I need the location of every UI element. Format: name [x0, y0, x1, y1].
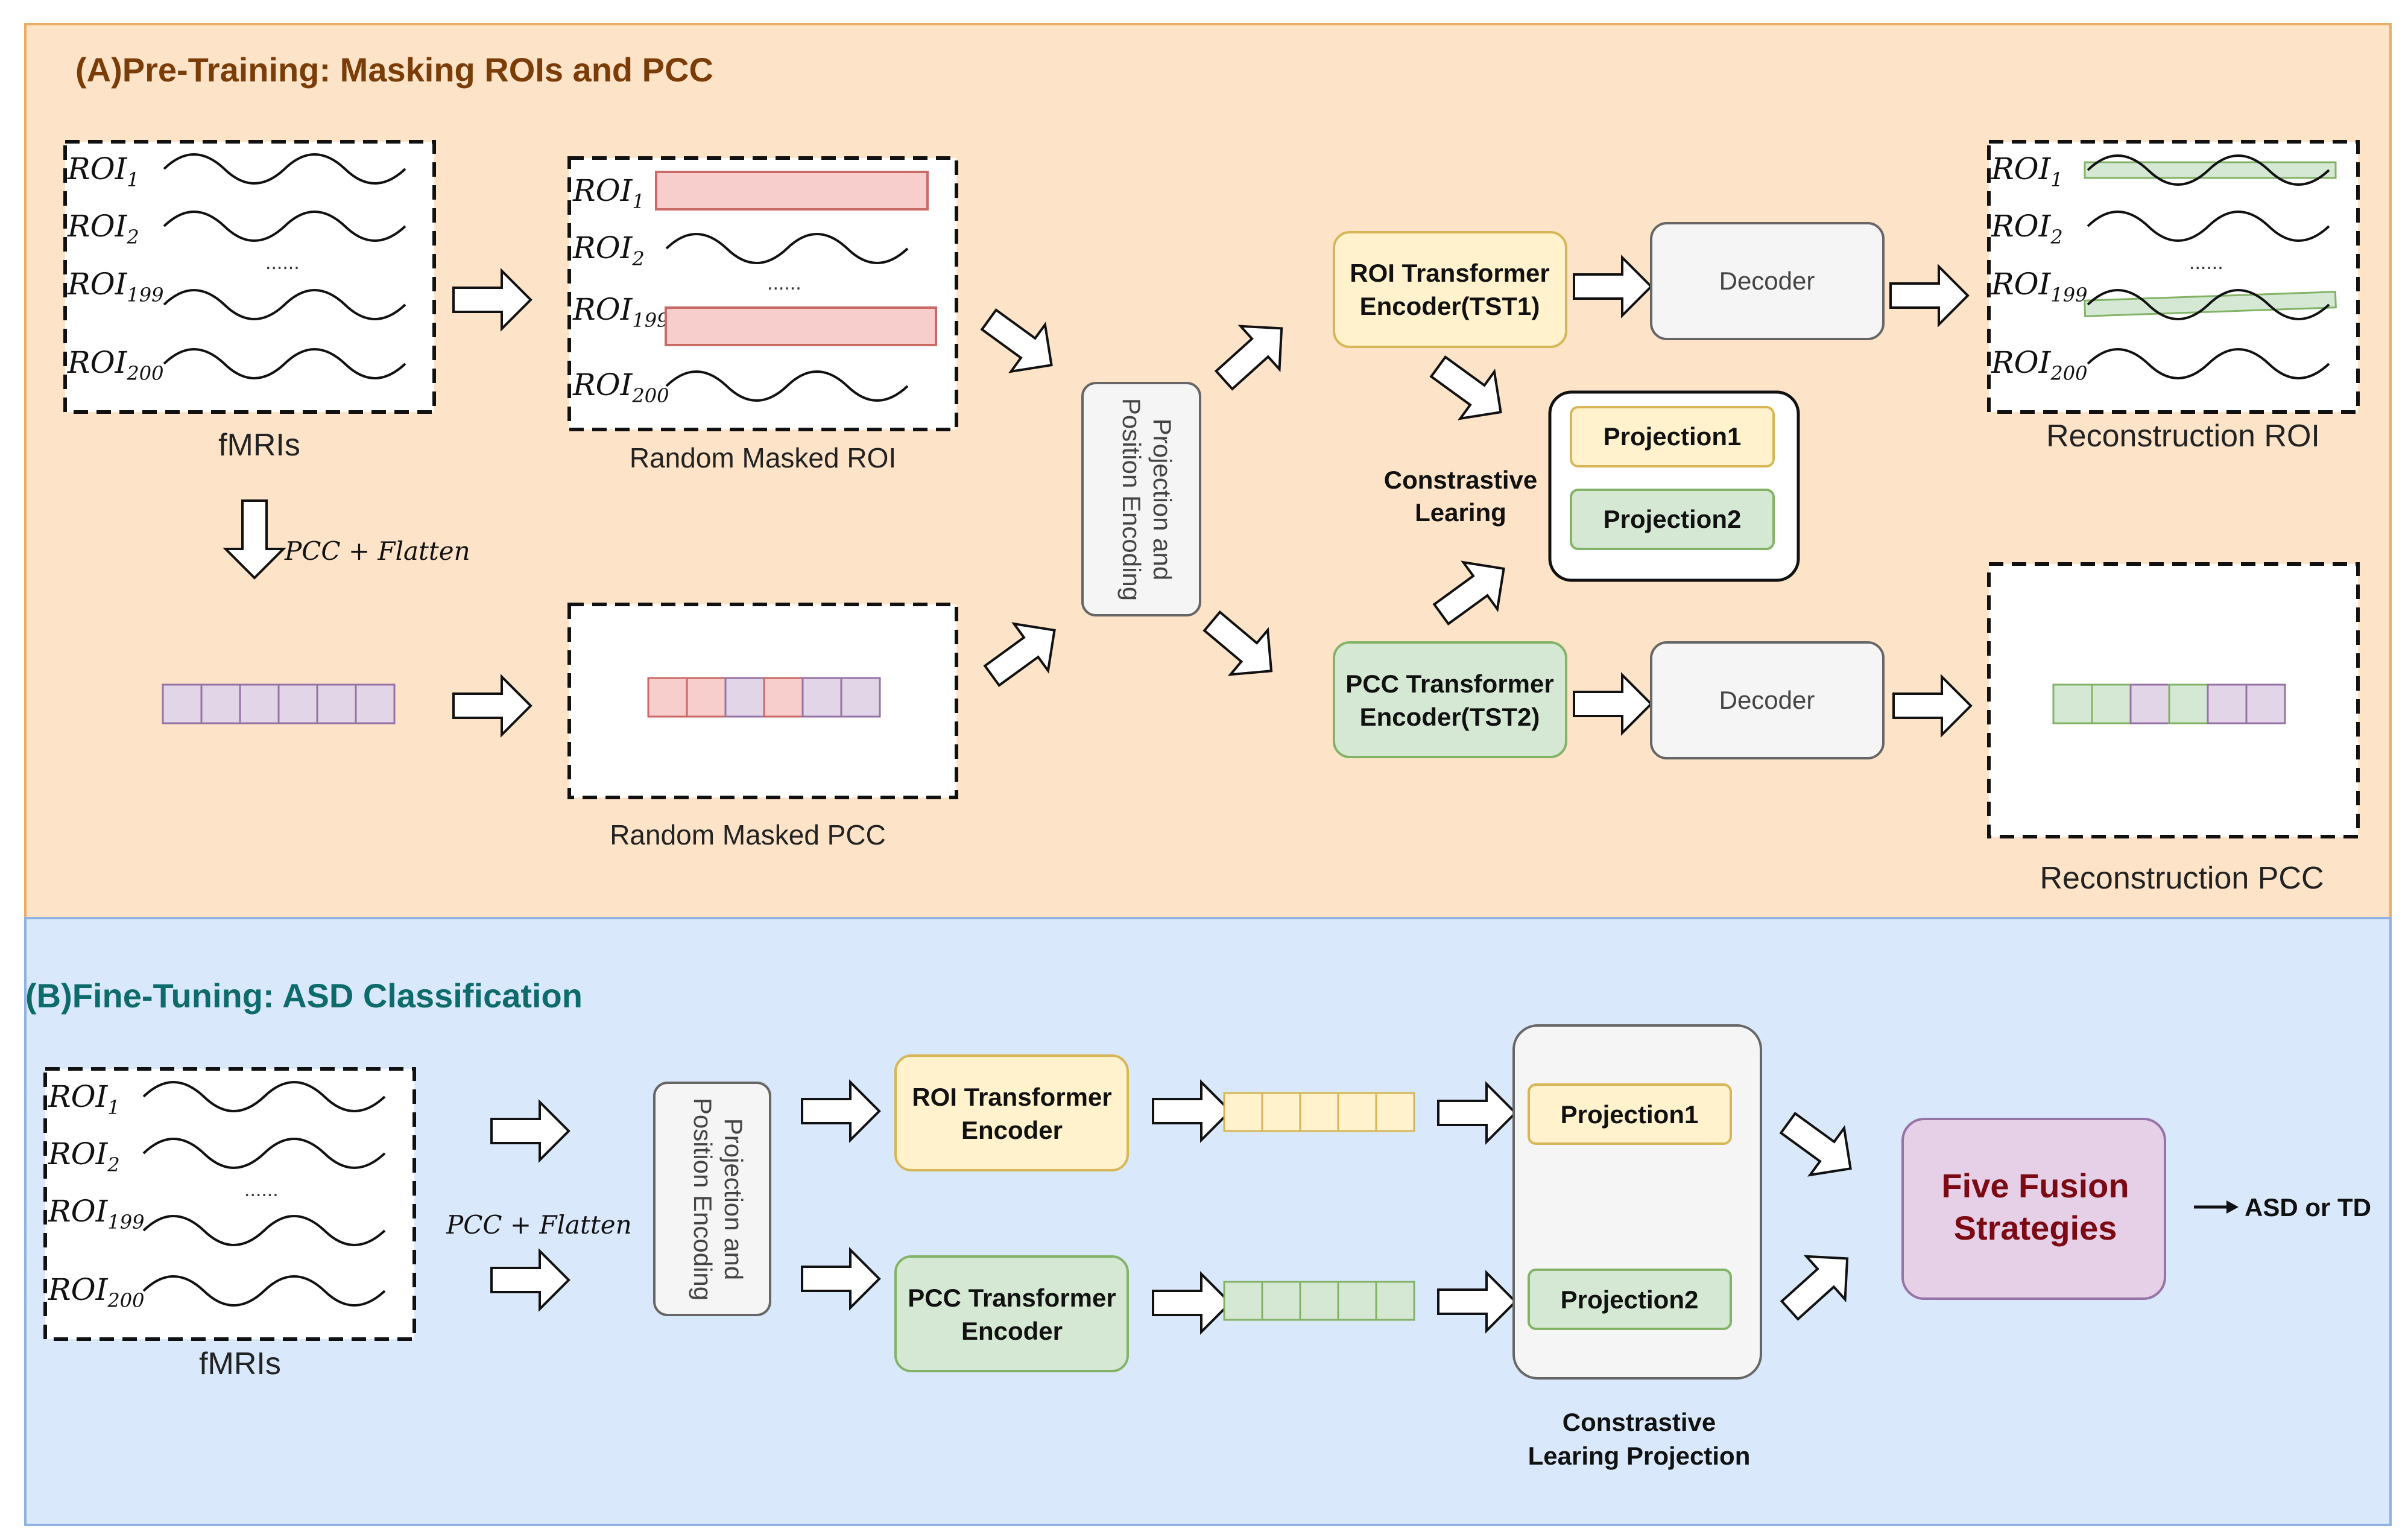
svg-text:Position Encoding: Position Encoding [689, 1098, 717, 1301]
projection2-box-a [1570, 489, 1775, 550]
pcc-transformer-encoder-b: PCC Transformer Encoder [894, 1255, 1129, 1372]
roi-transformer-encoder-b: ROI Transformer Encoder [894, 1054, 1129, 1171]
fmri-roi-box-b: ROI1 ROI2 ...... ROI199 ROI200 [43, 1067, 416, 1341]
decoder-box-pcc: Decoder [1650, 641, 1885, 759]
random-masked-pcc-box [567, 603, 958, 799]
reconstruction-roi-box: ROI1 ROI2 ...... ROI199 ROI200 [1987, 140, 2360, 414]
svg-text:PCC Transformer: PCC Transformer [1345, 670, 1553, 698]
svg-text:......: ...... [265, 251, 300, 274]
pcc-embedding-vector [1223, 1281, 1415, 1321]
svg-text:Encoder: Encoder [961, 1317, 1063, 1345]
pcc-flatten-label-b: PCC + Flatten [446, 1210, 632, 1240]
roi-embedding-vector [1223, 1092, 1415, 1132]
svg-text:Five Fusion: Five Fusion [1941, 1167, 2129, 1205]
contrastive-projection-group-b: Projection1 Projection2 [1512, 1024, 1762, 1380]
svg-text:ROI2: ROI2 [1991, 209, 2063, 249]
svg-text:ROI2: ROI2 [48, 1136, 120, 1176]
svg-text:Projection and: Projection and [1148, 419, 1177, 581]
output-label: ASD or TD [2245, 1193, 2371, 1222]
decoder-box-roi: Decoder [1650, 222, 1885, 340]
svg-text:ROI2: ROI2 [572, 230, 645, 270]
svg-text:Projection1: Projection1 [1561, 1100, 1699, 1129]
projection-position-encoding-box-b: Projection and Position Encoding [653, 1082, 771, 1316]
svg-text:ROI Transformer: ROI Transformer [1350, 259, 1549, 287]
fmri-roi-box-a: ROI1 ROI2 ...... ROI199 ROI200 [63, 140, 436, 414]
projection-group-a: Projection1 Projection2 [1548, 390, 1800, 582]
svg-text:Encoder(TST2): Encoder(TST2) [1360, 703, 1540, 731]
projection2-box-b [1528, 1269, 1732, 1330]
svg-text:ROI200: ROI200 [67, 345, 163, 385]
contrastive-projection-label: Constrastive [1563, 1408, 1716, 1436]
svg-text:ROI199: ROI199 [572, 292, 669, 332]
svg-text:Projection2: Projection2 [1604, 505, 1742, 533]
svg-text:ROI200: ROI200 [48, 1272, 144, 1312]
output-arrow-icon [2194, 1200, 2239, 1214]
svg-text:Strategies: Strategies [1954, 1209, 2117, 1247]
svg-text:ROI200: ROI200 [572, 367, 669, 407]
svg-text:ROI199: ROI199 [1991, 267, 2087, 306]
svg-text:ROI2: ROI2 [67, 209, 139, 249]
projection-position-encoding-box-a: Projection and Position Encoding [1081, 382, 1201, 616]
svg-text:ROI1: ROI1 [48, 1079, 120, 1119]
svg-text:Projection and: Projection and [719, 1118, 748, 1281]
roi-transformer-encoder-tst1: ROI Transformer Encoder(TST1) [1333, 231, 1567, 348]
svg-text:ROI199: ROI199 [48, 1194, 144, 1234]
svg-text:ROI199: ROI199 [67, 267, 163, 306]
reconstruction-pcc-label: Reconstruction PCC [2040, 861, 2324, 896]
section-b-title: (B)Fine-Tuning: ASD Classification [25, 977, 583, 1015]
svg-text:ROI200: ROI200 [1991, 345, 2087, 385]
svg-text:ROI1: ROI1 [572, 173, 645, 213]
fmri-label-b: fMRIs [199, 1346, 281, 1381]
svg-text:Encoder: Encoder [961, 1116, 1063, 1144]
section-a-title: (A)Pre-Training: Masking ROIs and PCC [75, 51, 713, 89]
pcc-transformer-encoder-tst2: PCC Transformer Encoder(TST2) [1333, 641, 1567, 758]
svg-text:ROI1: ROI1 [1991, 151, 2063, 191]
pcc-vector-a [162, 683, 396, 724]
random-masked-roi-label: Random Masked ROI [630, 442, 896, 474]
svg-text:......: ...... [767, 271, 801, 294]
random-masked-roi-box: ROI1 ROI2 ...... ROI199 ROI200 [567, 156, 958, 431]
svg-text:Encoder(TST1): Encoder(TST1) [1360, 292, 1540, 320]
contrastive-learning-label-line2: Learing [1415, 498, 1506, 527]
svg-text:Projection1: Projection1 [1604, 422, 1742, 451]
reconstruction-roi-label: Reconstruction ROI [2046, 419, 2320, 454]
svg-text:Decoder: Decoder [1719, 686, 1815, 714]
contrastive-learning-label: Constrastive [1384, 466, 1537, 494]
pcc-flatten-label-a: PCC + Flatten [284, 536, 470, 566]
projection1-box-a [1570, 406, 1775, 467]
svg-text:Decoder: Decoder [1719, 267, 1815, 295]
svg-text:......: ...... [2189, 251, 2223, 274]
svg-text:......: ...... [244, 1178, 279, 1201]
svg-text:ROI Transformer: ROI Transformer [912, 1083, 1111, 1111]
contrastive-projection-label-line2: Learing Projection [1528, 1442, 1751, 1470]
svg-text:Position Encoding: Position Encoding [1117, 398, 1146, 601]
fmri-label-a: fMRIs [218, 428, 300, 463]
svg-text:PCC Transformer: PCC Transformer [908, 1284, 1116, 1312]
random-masked-pcc-label: Random Masked PCC [610, 819, 886, 851]
projection1-box-b [1528, 1083, 1732, 1145]
svg-text:ROI1: ROI1 [67, 151, 139, 191]
five-fusion-strategies-box: Five Fusion Strategies [1901, 1118, 2166, 1300]
svg-text:Projection2: Projection2 [1561, 1285, 1699, 1314]
reconstruction-pcc-box [1987, 562, 2360, 838]
